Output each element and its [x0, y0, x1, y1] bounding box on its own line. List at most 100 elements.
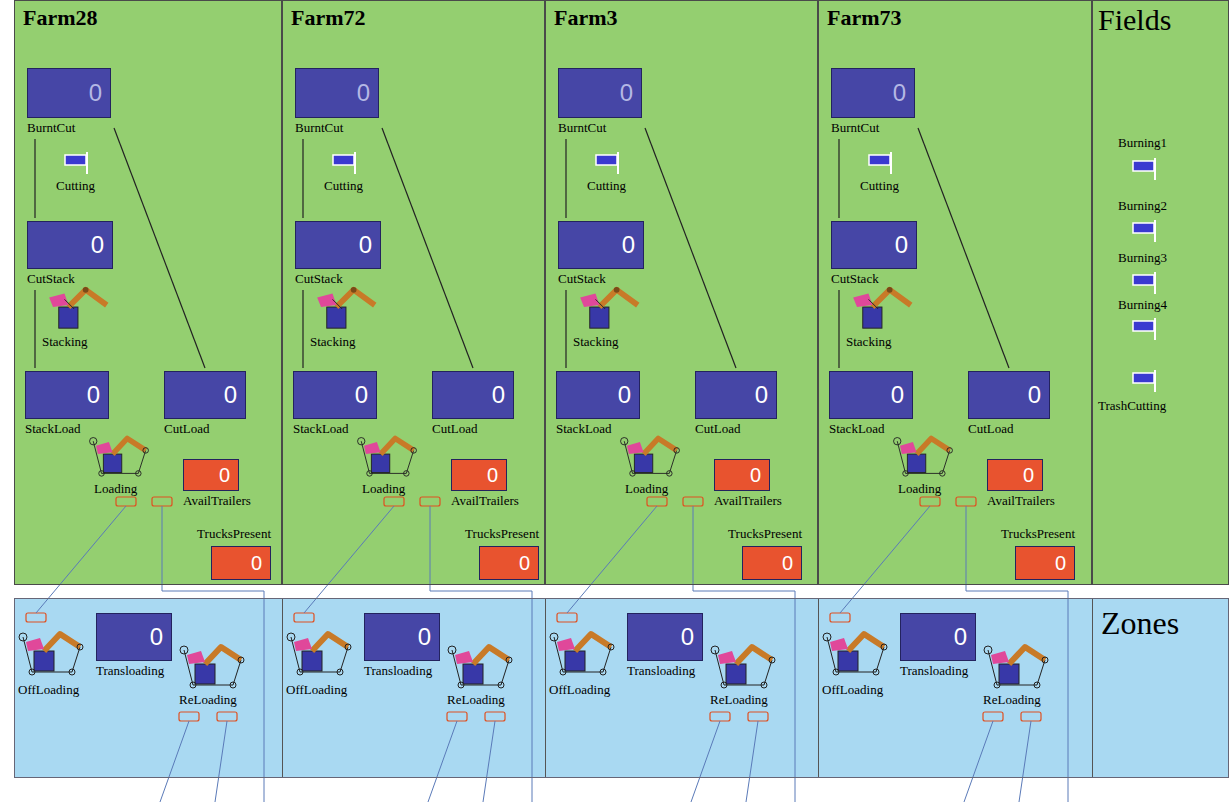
counter-value: 0: [355, 381, 368, 408]
counter-node: 0StackLoad: [829, 371, 913, 437]
counter-label: AvailTrailers: [987, 493, 1055, 509]
activity-label: OffLoading: [822, 682, 883, 697]
panel-title: Farm73: [827, 5, 902, 31]
activity-label: TrashCutting: [1098, 398, 1166, 413]
counter-box: 0: [829, 371, 913, 419]
counter-value: 0: [150, 623, 163, 650]
counter-node: 0CutStack: [558, 221, 644, 287]
flow-line: [34, 290, 35, 368]
activity-label: Stacking: [310, 334, 356, 349]
flow-line: [565, 290, 566, 368]
counter-label: BurntCut: [558, 120, 606, 136]
counter-label: AvailTrailers: [183, 493, 251, 509]
counter-node: 0BurntCut: [558, 68, 642, 136]
counter-value: 0: [750, 464, 761, 486]
activity-label: Loading: [625, 481, 668, 496]
activity-label: ReLoading: [983, 692, 1041, 707]
counter-value: 0: [755, 381, 768, 408]
counter-label: BurntCut: [27, 120, 75, 136]
activity-label: Cutting: [587, 178, 626, 193]
activity-label: OffLoading: [286, 682, 347, 697]
activity-label: OffLoading: [18, 682, 79, 697]
panel-title: Farm3: [554, 5, 618, 31]
panel-title: Zones: [1101, 605, 1179, 642]
flow-line: [302, 290, 303, 368]
counter-value: 0: [895, 231, 908, 258]
panel-region: Fields: [1092, 0, 1229, 585]
activity-label: Stacking: [573, 334, 619, 349]
counter-label: BurntCut: [831, 120, 879, 136]
counter-node: 0CutLoad: [164, 371, 246, 437]
counter-label: CutLoad: [164, 421, 210, 437]
counter-label: TrucksPresent: [197, 526, 271, 542]
counter-box: 0: [164, 371, 246, 419]
counter-node: TrucksPresent 0: [197, 526, 271, 580]
counter-node: 0BurntCut: [831, 68, 915, 136]
counter-label: Transloading: [900, 663, 968, 679]
counter-node: 0Transloading: [627, 613, 703, 679]
counter-value: 0: [91, 231, 104, 258]
activity-label: ReLoading: [179, 692, 237, 707]
counter-value: 0: [87, 381, 100, 408]
counter-value: 0: [492, 381, 505, 408]
counter-label: Transloading: [627, 663, 695, 679]
counter-value: 0: [89, 79, 102, 106]
panel-title: Farm28: [23, 5, 98, 31]
counter-label: StackLoad: [25, 421, 81, 437]
counter-node: 0AvailTrailers: [451, 459, 519, 509]
counter-node: 0Transloading: [364, 613, 440, 679]
counter-box: 0: [295, 68, 379, 118]
counter-box: 0: [742, 546, 802, 580]
activity-label: Burning4: [1118, 297, 1167, 312]
counter-node: 0BurntCut: [27, 68, 111, 136]
counter-value: 0: [1055, 552, 1066, 574]
counter-label: Transloading: [364, 663, 432, 679]
counter-box: 0: [987, 459, 1043, 491]
panel-region: Farm730BurntCut0CutStack0StackLoad0CutLo…: [818, 0, 1092, 585]
counter-value: 0: [1023, 464, 1034, 486]
counter-node: 0StackLoad: [25, 371, 109, 437]
counter-node: 0CutLoad: [695, 371, 777, 437]
counter-node: 0Transloading: [96, 613, 172, 679]
counter-box: 0: [558, 221, 644, 269]
counter-value: 0: [893, 79, 906, 106]
counter-value: 0: [1028, 381, 1041, 408]
counter-box: 0: [211, 546, 271, 580]
flow-line: [34, 139, 35, 218]
counter-value: 0: [620, 79, 633, 106]
counter-value: 0: [622, 231, 635, 258]
counter-node: 0AvailTrailers: [714, 459, 782, 509]
counter-box: 0: [432, 371, 514, 419]
activity-label: ReLoading: [710, 692, 768, 707]
panel-title: Fields: [1098, 3, 1171, 37]
counter-value: 0: [359, 231, 372, 258]
counter-value: 0: [782, 552, 793, 574]
counter-node: 0CutLoad: [432, 371, 514, 437]
counter-label: CutStack: [831, 271, 879, 287]
counter-node: 0AvailTrailers: [987, 459, 1055, 509]
counter-node: 0CutStack: [27, 221, 113, 287]
counter-value: 0: [519, 552, 530, 574]
counter-box: 0: [831, 221, 917, 269]
counter-box: 0: [695, 371, 777, 419]
counter-node: TrucksPresent0: [728, 526, 802, 580]
activity-label: Stacking: [846, 334, 892, 349]
activity-label: Loading: [94, 481, 137, 496]
counter-label: TrucksPresent: [465, 526, 539, 542]
flow-line: [565, 139, 566, 218]
counter-box: 0: [714, 459, 770, 491]
counter-label: Transloading: [96, 663, 164, 679]
counter-node: 0StackLoad: [556, 371, 640, 437]
counter-label: StackLoad: [293, 421, 349, 437]
panel-region: Farm720BurntCut0CutStack0StackLoad0CutLo…: [282, 0, 545, 585]
counter-value: 0: [891, 381, 904, 408]
counter-node: 0CutLoad: [968, 371, 1050, 437]
counter-label: CutLoad: [968, 421, 1014, 437]
activity-label: Cutting: [860, 178, 899, 193]
counter-box: 0: [293, 371, 377, 419]
counter-box: 0: [479, 546, 539, 580]
counter-box: 0: [558, 68, 642, 118]
counter-value: 0: [357, 79, 370, 106]
activity-label: Burning3: [1118, 250, 1167, 265]
